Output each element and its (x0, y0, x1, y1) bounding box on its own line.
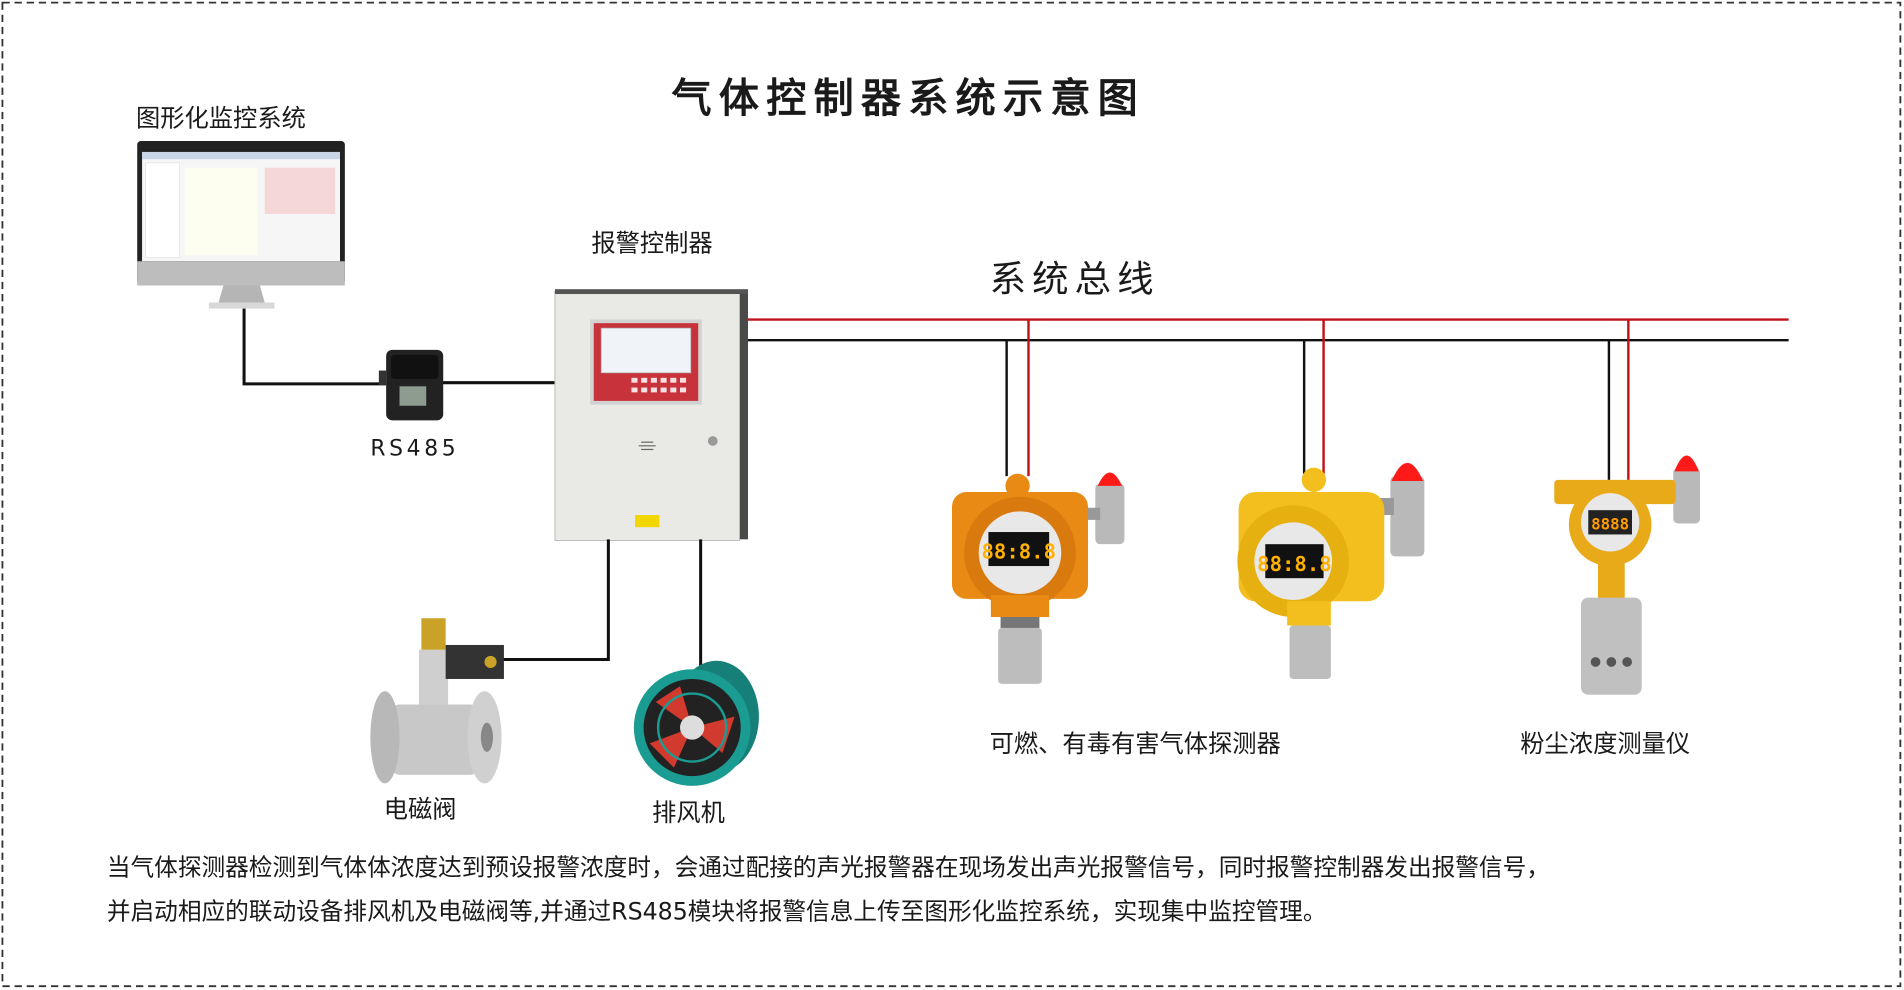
toxic-detector-display: 88:8.8 (1257, 552, 1332, 576)
valve-label: 电磁阀 (384, 794, 457, 823)
gas-detector-display: 88:8.8 (982, 540, 1057, 564)
dust-meter-display: 8888 (1591, 515, 1629, 534)
rs485-module-icon (378, 349, 444, 421)
combustible-gas-detector-icon: 88:8.8 (952, 472, 1125, 684)
alarm-controller-icon (554, 289, 748, 542)
gas-detector-label: 可燃、有毒有害气体探测器 (990, 729, 1281, 758)
rs485-label: RS485 (370, 437, 459, 462)
exhaust-fan-icon (633, 660, 759, 786)
bus-drops (1005, 319, 1630, 480)
description-line-2: 并启动相应的联动设备排风机及电磁阀等,并通过RS485模块将报警信息上传至图形化… (107, 897, 1327, 925)
monitor-rs485-wire (242, 308, 387, 386)
dust-meter-label: 粉尘浓度测量仪 (1520, 729, 1690, 758)
diagram-title: 气体控制器系统示意图 (672, 76, 1145, 122)
controller-valve-wire (497, 539, 610, 662)
monitor-label: 图形化监控系统 (136, 103, 306, 132)
controller-label: 报警控制器 (591, 229, 712, 258)
description-line-1: 当气体探测器检测到气体体浓度达到预设报警浓度时，会通过配接的声光报警器在现场发出… (107, 854, 1550, 882)
bus-label: 系统总线 (990, 258, 1160, 301)
toxic-gas-detector-icon: 88:8.8 (1237, 462, 1425, 679)
fan-label: 排风机 (652, 798, 725, 827)
dust-concentration-meter-icon: 8888 (1554, 455, 1700, 695)
solenoid-valve-icon (370, 618, 504, 784)
monitor-icon (137, 141, 345, 309)
